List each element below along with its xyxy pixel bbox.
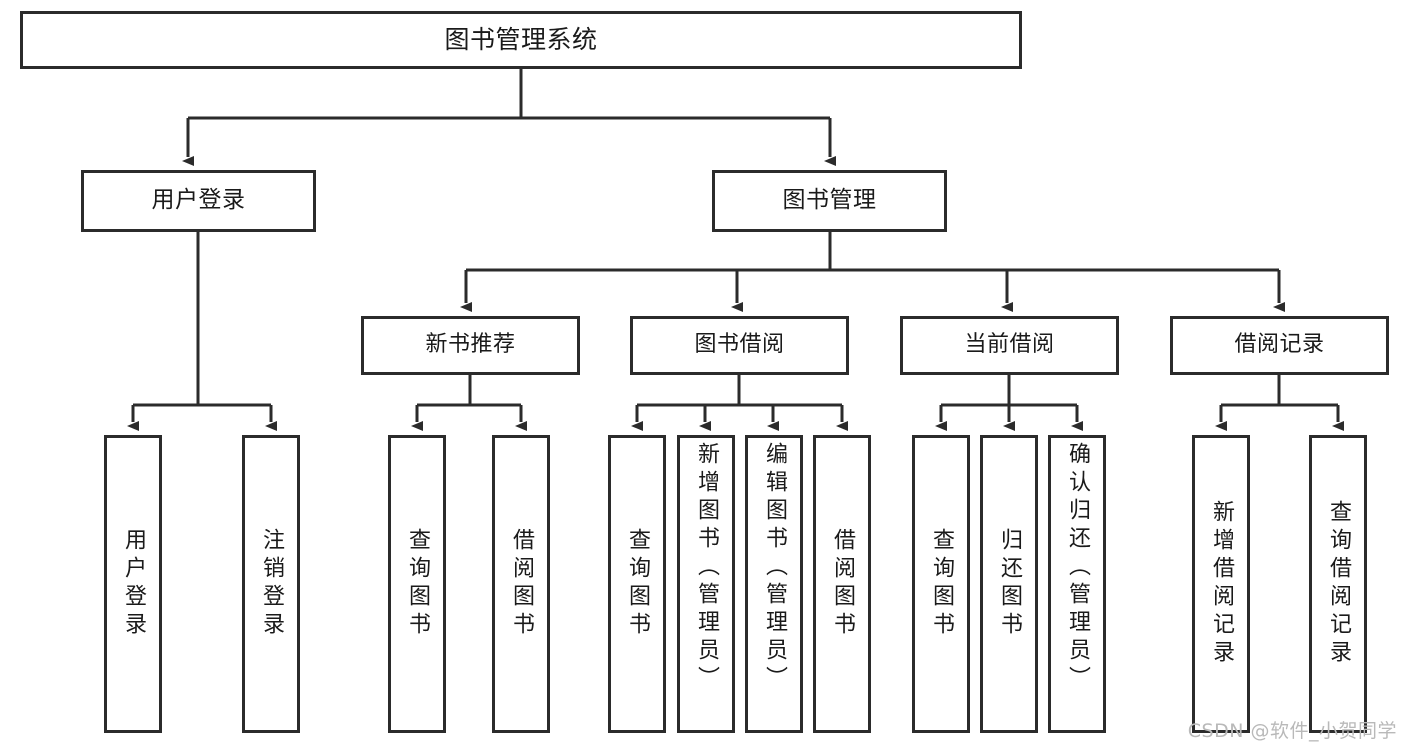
node-label: 借阅图书 [830,528,855,640]
node-book-borrow[interactable]: 图书借阅 [630,316,849,375]
node-leaf-query-book-current[interactable]: 查询图书 [912,435,970,733]
node-label: 查询图书 [929,528,954,640]
watermark: CSDN @软件_小贺同学 [1187,720,1397,742]
node-label: 查询图书 [405,528,430,640]
node-label: 归还图书 [997,528,1022,640]
node-label: 当前借阅 [964,332,1055,358]
node-leaf-query-borrow-record[interactable]: 查询借阅记录 [1309,435,1367,733]
node-label: 注销登录 [259,528,284,640]
node-label: 借阅记录 [1234,332,1325,358]
node-label: 新增借阅记录 [1209,500,1234,668]
node-label: 图书借阅 [694,332,785,358]
node-borrow-record[interactable]: 借阅记录 [1170,316,1389,375]
node-label: 用户登录 [151,187,246,214]
node-leaf-add-book[interactable]: 新增图书（管理员） [677,435,735,733]
node-new-book-recommend[interactable]: 新书推荐 [361,316,580,375]
node-leaf-add-borrow-record[interactable]: 新增借阅记录 [1192,435,1250,733]
node-root-book-management-system[interactable]: 图书管理系统 [20,11,1022,69]
node-label: 图书管理 [782,187,877,214]
node-user-login[interactable]: 用户登录 [81,170,316,232]
node-label: 借阅图书 [509,528,534,640]
node-leaf-borrow-book-recommend[interactable]: 借阅图书 [492,435,550,733]
node-leaf-logout-login[interactable]: 注销登录 [242,435,300,733]
node-label: 编辑图书（管理员） [762,442,787,694]
node-label: 图书管理系统 [444,25,598,54]
node-leaf-borrow-book[interactable]: 借阅图书 [813,435,871,733]
node-leaf-user-login[interactable]: 用户登录 [104,435,162,733]
node-leaf-query-book-borrow[interactable]: 查询图书 [608,435,666,733]
node-label: 新书推荐 [425,332,516,358]
node-label: 新增图书（管理员） [694,442,719,694]
node-current-borrow[interactable]: 当前借阅 [900,316,1119,375]
node-label: 用户登录 [121,528,146,640]
node-leaf-confirm-return[interactable]: 确认归还（管理员） [1048,435,1106,733]
node-label: 确认归还（管理员） [1065,442,1090,694]
node-label: 查询图书 [625,528,650,640]
node-label: 查询借阅记录 [1326,500,1351,668]
node-book-management[interactable]: 图书管理 [712,170,947,232]
node-leaf-return-book[interactable]: 归还图书 [980,435,1038,733]
node-leaf-edit-book[interactable]: 编辑图书（管理员） [745,435,803,733]
node-leaf-query-book-recommend[interactable]: 查询图书 [388,435,446,733]
